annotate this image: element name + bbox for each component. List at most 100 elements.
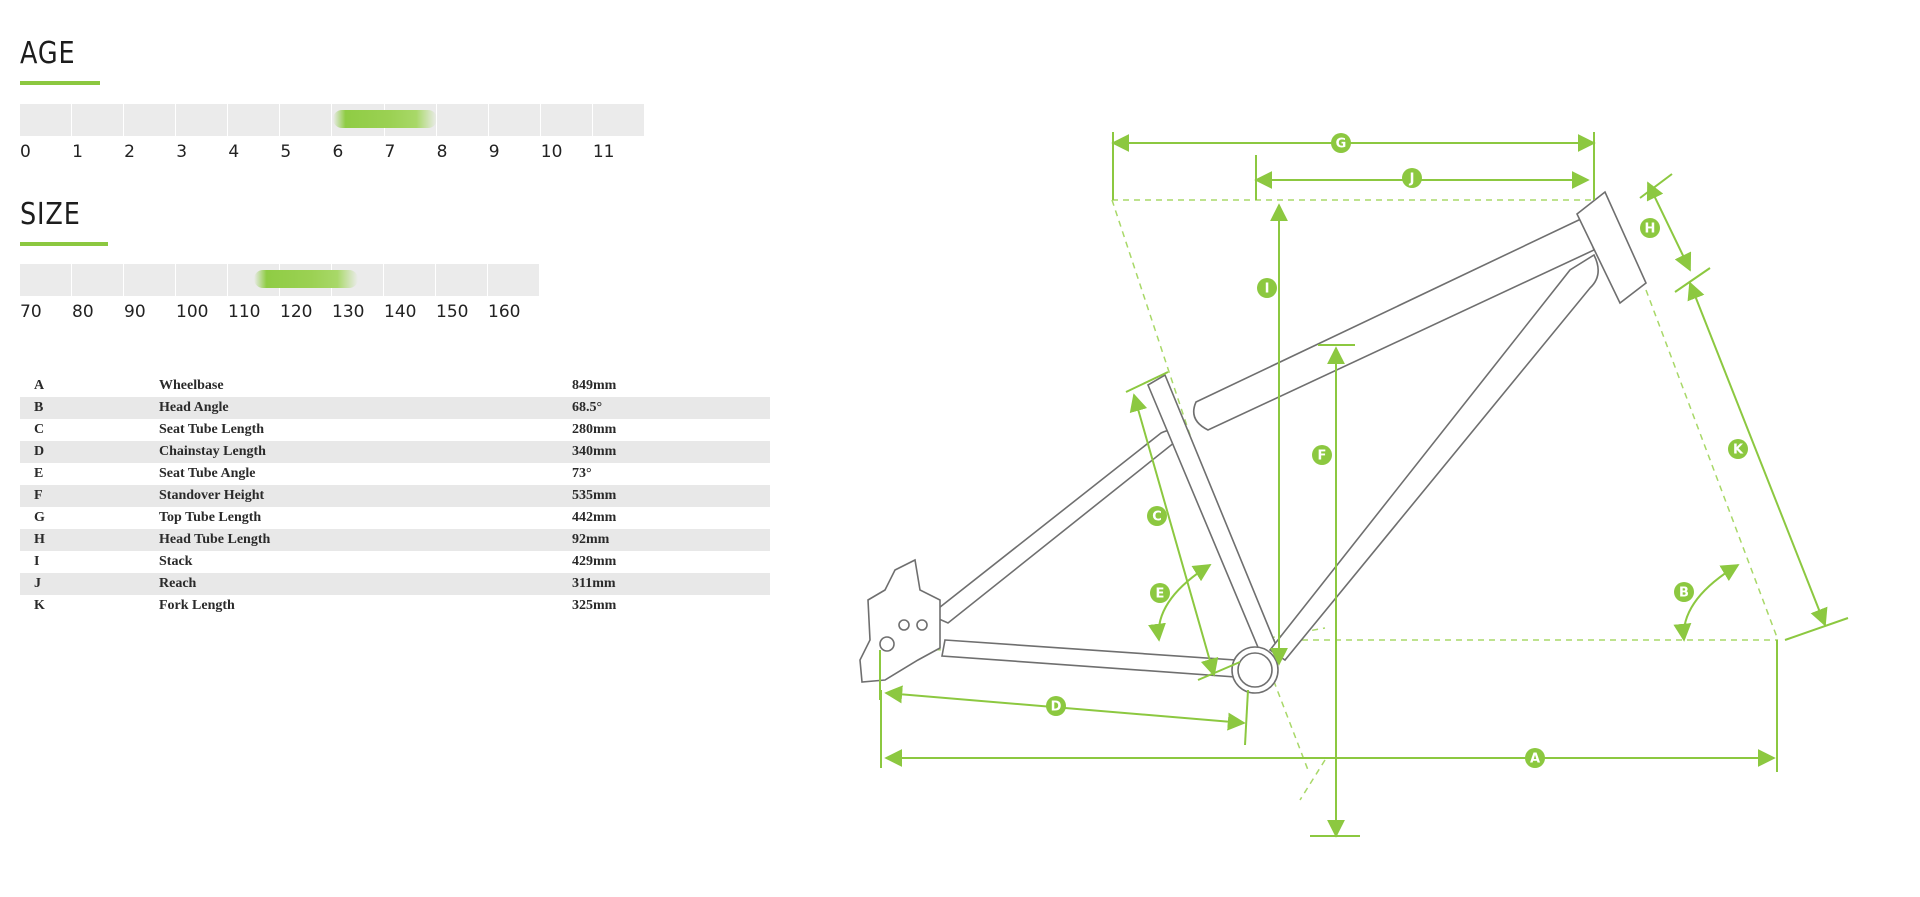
marker-letter: B (1679, 586, 1689, 601)
geometry-letter: K (34, 598, 45, 613)
size-range-highlight (254, 270, 358, 288)
geometry-row: G Top Tube Length 442mm (20, 507, 770, 529)
size-scale-label: 90 (124, 302, 146, 322)
marker-circle (1331, 133, 1351, 153)
marker-circle (1257, 278, 1277, 298)
geometry-name: Seat Tube Length (159, 422, 265, 437)
geometry-letter: G (34, 510, 45, 525)
age-scale-label: 11 (592, 142, 615, 162)
age-scale-label: 8 (436, 142, 448, 162)
dimension-lines (879, 132, 1849, 838)
marker-letter: K (1733, 443, 1744, 458)
age-scale-cell (228, 104, 281, 136)
geometry-value: 429mm (572, 554, 617, 569)
size-scale-cell (176, 264, 228, 296)
marker-e: E (1150, 583, 1170, 603)
size-scale-label: 130 (332, 302, 365, 322)
marker-circle (1046, 696, 1066, 716)
geometry-name: Stack (159, 554, 193, 569)
bike-frame-outline (859, 190, 1647, 694)
geometry-value: 311mm (558, 573, 770, 595)
marker-i: I (1257, 278, 1277, 298)
geometry-value: 535mm (558, 485, 770, 507)
age-scale-cell (280, 104, 333, 136)
geometry-letter: J (20, 573, 145, 595)
age-scale-label: 1 (72, 142, 83, 162)
marker-c: C (1147, 506, 1167, 526)
marker-letter: I (1265, 282, 1270, 297)
geometry-value: 325mm (572, 598, 617, 613)
age-heading: AGE (20, 36, 76, 71)
marker-circle (1674, 582, 1694, 602)
geometry-name: Top Tube Length (159, 510, 262, 525)
geometry-name: Reach (145, 573, 558, 595)
age-scale-bar (20, 104, 645, 136)
size-heading: SIZE (20, 197, 81, 232)
size-scale-cell (384, 264, 436, 296)
marker-circle (1312, 445, 1332, 465)
marker-letter: A (1530, 752, 1540, 767)
marker-d: D (1046, 696, 1066, 716)
marker-letter: D (1051, 700, 1062, 715)
geometry-name: Head Angle (145, 397, 558, 419)
size-scale-label: 120 (280, 302, 313, 322)
age-scale-cell (489, 104, 541, 136)
age-scale-cell (593, 104, 645, 136)
geometry-letter: F (20, 485, 145, 507)
geometry-value: 849mm (572, 378, 617, 393)
age-scale-cell (541, 104, 593, 136)
size-scale-label: 140 (384, 302, 417, 322)
age-scale-label: 5 (280, 142, 292, 162)
size-scale-bar (20, 264, 540, 296)
marker-circle (1150, 583, 1170, 603)
age-scale-label: 10 (540, 142, 563, 162)
marker-circle (1728, 439, 1748, 459)
reference-lines (879, 199, 1779, 801)
age-scale-cell (72, 104, 125, 136)
size-scale-label: 70 (20, 302, 42, 322)
age-scale-label: 6 (332, 142, 344, 162)
size-scale-label: 100 (176, 302, 209, 322)
marker-letter: J (1409, 172, 1415, 187)
marker-circle (1147, 506, 1167, 526)
age-scale-label: 3 (176, 142, 188, 162)
geometry-value: 73° (572, 466, 592, 481)
marker-j: J (1402, 168, 1422, 188)
age-scale-cell (437, 104, 489, 136)
geometry-value: 442mm (572, 510, 617, 525)
marker-h: H (1640, 218, 1660, 238)
marker-letter: F (1318, 449, 1327, 464)
age-scale-label: 9 (488, 142, 500, 162)
size-scale-cell (436, 264, 488, 296)
geometry-name: Fork Length (159, 598, 235, 613)
size-scale-cell (124, 264, 176, 296)
geometry-name: Chainstay Length (145, 441, 558, 463)
geometry-letter: H (20, 529, 145, 551)
age-range-highlight (332, 110, 437, 128)
geometry-name: Seat Tube Angle (159, 466, 256, 481)
geometry-row: K Fork Length 325mm (20, 595, 770, 617)
size-scale-cell (20, 264, 72, 296)
marker-b: B (1674, 582, 1694, 602)
size-scale-label: 160 (488, 302, 521, 322)
size-scale-cell (332, 264, 384, 296)
marker-letter: C (1152, 510, 1162, 525)
size-scale-label: 110 (228, 302, 261, 322)
geometry-value: 92mm (558, 529, 770, 551)
size-heading-underline (20, 242, 108, 246)
size-scale-label: 150 (436, 302, 469, 322)
marker-letter: E (1156, 587, 1165, 602)
age-scale-label: 2 (124, 142, 135, 162)
